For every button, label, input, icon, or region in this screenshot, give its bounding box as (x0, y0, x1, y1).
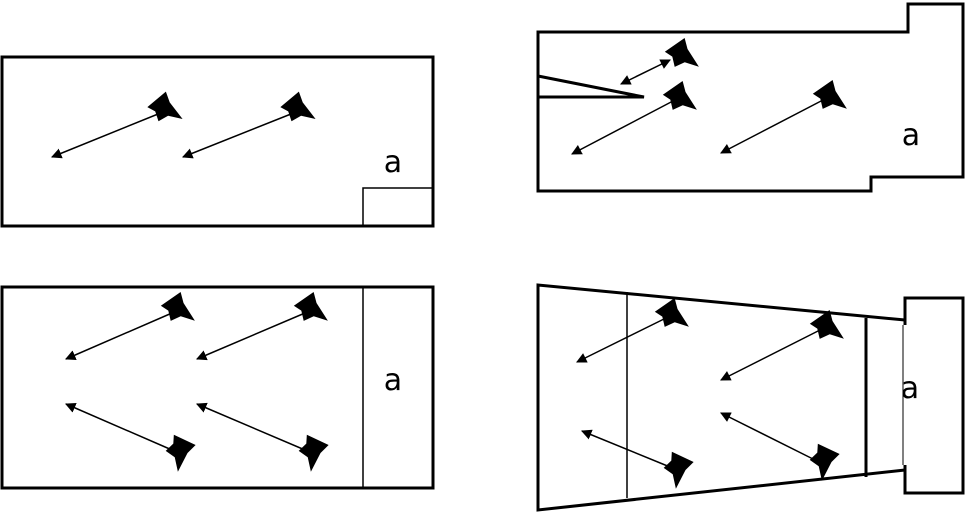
speaker-icon (280, 91, 316, 122)
sound-ray-arrow (196, 402, 306, 451)
sound-ray-arrow (571, 100, 674, 155)
sound-ray-arrow (720, 99, 824, 154)
speaker-icon (812, 80, 847, 109)
speaker-icon (293, 292, 328, 321)
speaker-shape (147, 91, 183, 122)
speaker-shape (812, 80, 847, 109)
speaker-shape (663, 451, 694, 489)
speaker-icon (654, 298, 689, 327)
speaker-icon (663, 451, 694, 489)
speaker-icon (298, 434, 329, 472)
listener-label: a (901, 371, 919, 406)
sound-ray-arrow (576, 317, 667, 363)
speaker-shape (293, 292, 328, 321)
listener-box (362, 187, 434, 227)
speaker-icon (664, 38, 699, 67)
speaker-shape (160, 292, 195, 321)
sound-ray-arrow (581, 429, 671, 468)
speaker-shape (280, 91, 316, 122)
speaker-shape (298, 434, 329, 472)
listener-label: a (384, 363, 402, 398)
speaker-shape (809, 310, 844, 339)
listener-label: a (902, 118, 920, 153)
sound-ray-arrow (65, 402, 173, 451)
sound-ray-arrow (51, 111, 164, 159)
speaker-icon (809, 310, 844, 339)
room-outline (536, 283, 906, 512)
room-panel-bottom-right: a (536, 283, 965, 512)
speaker-icon (160, 292, 195, 321)
speaker-shape (662, 81, 697, 110)
speaker-icon (165, 434, 196, 472)
sound-ray-arrow (720, 412, 816, 461)
speaker-icon (147, 91, 183, 122)
sound-ray-arrow (196, 312, 306, 361)
speaker-icon (809, 443, 840, 481)
speaker-shape (809, 443, 840, 481)
speaker-shape (664, 38, 699, 67)
listener-label: a (384, 145, 402, 180)
sound-ray-arrow (182, 111, 297, 159)
room-panel-bottom-left: a (0, 285, 435, 490)
speaker-shape (165, 434, 196, 472)
room-panel-top-right: a (536, 2, 965, 193)
sound-ray-arrow (65, 312, 173, 361)
sound-ray-arrow (720, 329, 821, 381)
speaker-shape (654, 298, 689, 327)
sound-ray-arrow (620, 59, 671, 85)
room-outline (0, 285, 435, 490)
room-panel-top-left: a (0, 55, 435, 228)
room-outline (0, 55, 435, 228)
room-outline (536, 2, 965, 193)
wall-wedge (537, 74, 645, 99)
speaker-icon (662, 81, 697, 110)
